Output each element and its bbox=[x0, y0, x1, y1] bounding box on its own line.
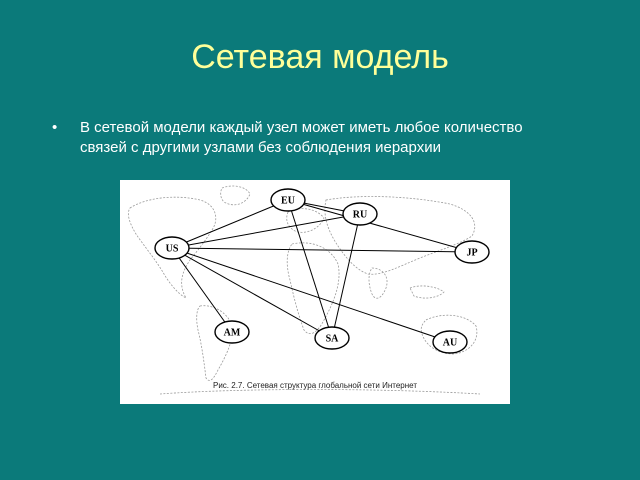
figure-caption: Рис. 2.7. Сетевая структура глобальной с… bbox=[213, 381, 417, 390]
world-map-background bbox=[128, 185, 481, 395]
node-ellipse bbox=[154, 236, 190, 260]
edge-us-am bbox=[171, 247, 233, 333]
edge-ru-sa bbox=[331, 213, 361, 339]
world-map-diagram: EU RU US JP AM SA AU bbox=[128, 185, 490, 395]
node-label: SA bbox=[326, 334, 340, 345]
node-sa: SA bbox=[314, 326, 350, 350]
node-ru: RU bbox=[342, 202, 378, 226]
node-us: US bbox=[154, 236, 190, 260]
node-label: US bbox=[166, 244, 179, 255]
edge-eu-jp bbox=[287, 199, 473, 253]
edge-us-sa bbox=[171, 247, 333, 339]
node-jp: JP bbox=[454, 240, 490, 264]
node-am: AM bbox=[214, 320, 250, 344]
node-eu: EU bbox=[270, 188, 306, 212]
network-edges bbox=[171, 199, 473, 343]
slide-title: Сетевая модель bbox=[191, 38, 449, 76]
edge-us-ru bbox=[171, 213, 361, 249]
node-ellipse bbox=[214, 320, 250, 344]
node-ellipse bbox=[314, 326, 350, 350]
network-map-figure: EU RU US JP AM SA AU Рис. 2.7. Сетевая структу… bbox=[120, 180, 510, 404]
node-ellipse bbox=[432, 330, 468, 354]
node-ellipse bbox=[342, 202, 378, 226]
node-label: JP bbox=[466, 248, 477, 259]
node-label: RU bbox=[353, 210, 367, 221]
node-au: AU bbox=[432, 330, 468, 354]
bullet-icon: • bbox=[52, 119, 58, 136]
network-nodes: EU RU US JP AM SA AU bbox=[154, 188, 490, 354]
edge-eu-sa bbox=[287, 199, 333, 339]
node-label: EU bbox=[281, 196, 295, 207]
edge-us-eu bbox=[171, 199, 289, 249]
edge-us-jp bbox=[171, 247, 473, 253]
node-ellipse bbox=[270, 188, 306, 212]
node-ellipse bbox=[454, 240, 490, 264]
node-label: AM bbox=[224, 328, 241, 339]
node-label: AU bbox=[443, 338, 457, 349]
bullet-text: В сетевой модели каждый узел может иметь… bbox=[80, 119, 523, 156]
edge-us-au bbox=[171, 247, 451, 343]
